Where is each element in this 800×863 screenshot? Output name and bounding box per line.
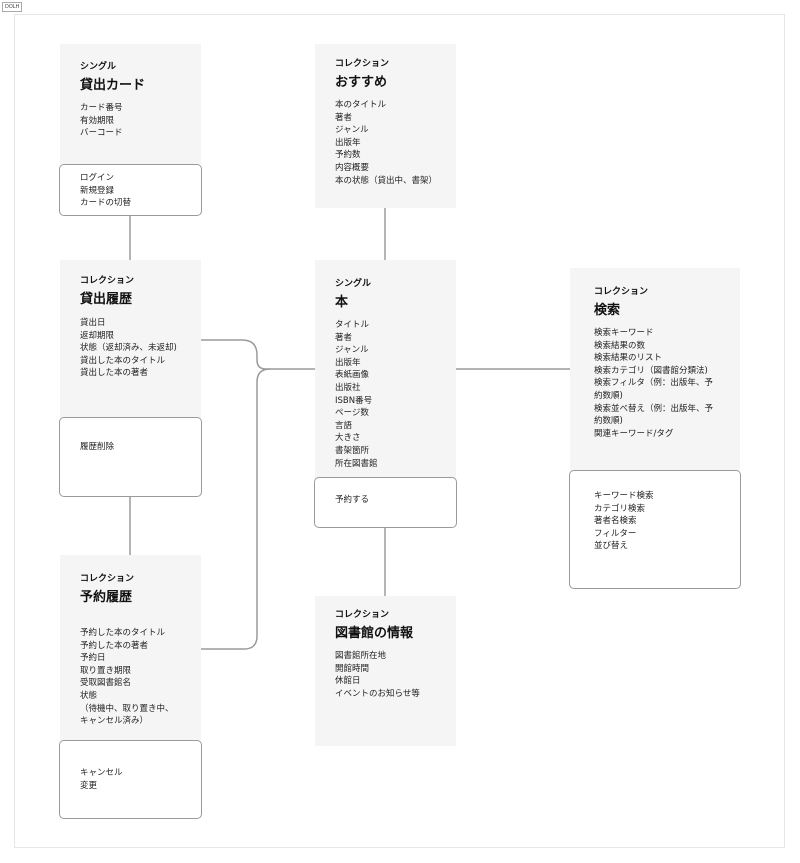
card-kind: シングル xyxy=(80,62,117,72)
card-library-info[interactable]: コレクション 図書館の情報 図書館所在地 開館時間 休館日 イベントのお知らせ等 xyxy=(315,596,456,746)
field-item: 状態（返却済み、未返却) xyxy=(80,343,177,354)
card-fields: 図書館所在地 開館時間 休館日 イベントのお知らせ等 xyxy=(335,650,420,700)
field-item: ジャンル xyxy=(335,125,369,136)
field-item: 書架箇所 xyxy=(335,445,370,456)
field-item: 所在図書館 xyxy=(335,458,378,469)
field-item: （待機中、取り置き中、 xyxy=(80,703,174,714)
card-kind: コレクション xyxy=(80,276,135,286)
field-item: 出版年 xyxy=(335,357,361,368)
action-category-search[interactable]: カテゴリ検索 xyxy=(594,503,646,514)
field-item: カード番号 xyxy=(80,103,123,113)
card-recommend[interactable]: コレクション おすすめ 本のタイトル 著者 ジャンル 出版年 予約数 内容概要 … xyxy=(315,44,456,208)
card-title: 本 xyxy=(335,295,349,310)
corner-tag: DOLH xyxy=(2,2,23,12)
card-title: 貸出履歴 xyxy=(80,292,133,307)
card-kind: シングル xyxy=(335,279,372,289)
action-register[interactable]: 新規登録 xyxy=(80,185,115,196)
actions-search: キーワード検索 カテゴリ検索 著者名検索 フィルター 並び替え xyxy=(569,470,741,589)
card-title: 検索 xyxy=(594,303,621,318)
field-item: 図書館所在地 xyxy=(335,651,387,661)
canvas-frame xyxy=(14,14,785,848)
card-fields: タイトル 著者 ジャンル 出版年 表紙画像 出版社 ISBN番号 ページ数 言語… xyxy=(335,319,378,470)
actions-book: 予約する xyxy=(314,477,457,528)
card-search[interactable]: コレクション 検索 検索キーワード 検索結果の数 検索結果のリスト 検索カテゴリ… xyxy=(570,268,740,471)
action-delete-history[interactable]: 履歴削除 xyxy=(80,442,115,452)
field-item: 出版年 xyxy=(335,137,361,148)
card-fields: 貸出日 返却期限 状態（返却済み、未返却) 貸出した本のタイトル 貸出した本の著… xyxy=(80,317,177,380)
field-item: 内容概要 xyxy=(335,162,370,173)
action-cancel[interactable]: キャンセル xyxy=(80,768,123,778)
card-lending-card[interactable]: シングル 貸出カード カード番号 有効期限 バーコード xyxy=(60,44,201,164)
card-lending-history[interactable]: コレクション 貸出履歴 貸出日 返却期限 状態（返却済み、未返却) 貸出した本の… xyxy=(60,260,201,418)
action-sort[interactable]: 並び替え xyxy=(594,541,629,552)
field-item: イベントのお知らせ等 xyxy=(335,688,420,699)
field-item: 表紙画像 xyxy=(335,370,370,381)
card-kind: コレクション xyxy=(80,574,135,584)
field-item: 検索結果のリスト xyxy=(594,353,663,364)
field-item: 本の状態（貸出中、書架） xyxy=(335,175,438,186)
card-title: おすすめ xyxy=(335,75,388,90)
field-item: 言語 xyxy=(335,420,353,431)
action-keyword-search[interactable]: キーワード検索 xyxy=(594,491,654,501)
field-item: バーコード xyxy=(80,128,123,139)
field-item: 出版社 xyxy=(335,382,361,393)
card-kind: コレクション xyxy=(335,59,390,69)
card-fields: 検索キーワード 検索結果の数 検索結果のリスト 検索カテゴリ（図書館分類法) 検… xyxy=(594,327,713,440)
field-item: 返却期限 xyxy=(80,330,115,341)
actions-reservation-history: キャンセル 変更 xyxy=(59,740,202,819)
field-item: 大きさ xyxy=(335,433,361,444)
actions-lending-card: ログイン 新規登録 カードの切替 xyxy=(59,164,202,216)
field-item: 貸出した本のタイトル xyxy=(80,355,166,366)
field-item: 検索キーワード xyxy=(594,328,654,338)
field-item: 予約した本のタイトル xyxy=(80,628,166,638)
field-item: タイトル xyxy=(335,320,370,330)
action-login[interactable]: ログイン xyxy=(80,173,115,183)
field-item: 開館時間 xyxy=(335,663,370,674)
card-fields: 予約した本のタイトル 予約した本の著者 予約日 取り置き期限 受取図書館名 状態… xyxy=(80,627,174,728)
field-item: 関連キーワード/タグ xyxy=(594,428,674,439)
field-item: 予約した本の著者 xyxy=(80,640,149,651)
actions-lending-history: 履歴削除 xyxy=(59,417,202,497)
field-item: 検索結果の数 xyxy=(594,340,646,351)
card-book[interactable]: シングル 本 タイトル 著者 ジャンル 出版年 表紙画像 出版社 ISBN番号 … xyxy=(315,260,456,478)
field-item: 約数順) xyxy=(594,390,623,401)
field-item: 貸出日 xyxy=(80,318,106,328)
field-item: ジャンル xyxy=(335,345,369,356)
action-change[interactable]: 変更 xyxy=(80,780,98,791)
link-reservations-book xyxy=(201,368,271,650)
field-item: 検索並べ替え（例：出版年、予 xyxy=(594,403,714,414)
card-title: 予約履歴 xyxy=(80,590,133,605)
field-item: 本のタイトル xyxy=(335,100,387,110)
card-title: 貸出カード xyxy=(80,78,146,93)
card-title: 図書館の情報 xyxy=(335,626,414,641)
field-item: 検索フィルタ（例：出版年、予 xyxy=(594,378,713,389)
field-item: 取り置き期限 xyxy=(80,665,132,676)
action-switch-card[interactable]: カードの切替 xyxy=(80,198,132,209)
field-item: 受取図書館名 xyxy=(80,678,132,689)
field-item: 約数順) xyxy=(594,416,623,427)
field-item: ISBN番号 xyxy=(335,395,373,406)
field-item: キャンセル済み） xyxy=(80,716,149,727)
card-kind: コレクション xyxy=(335,610,390,620)
field-item: 状態 xyxy=(80,690,98,701)
field-item: 有効期限 xyxy=(80,115,115,126)
action-author-search[interactable]: 著者名検索 xyxy=(594,516,637,527)
field-item: ページ数 xyxy=(335,408,369,419)
card-reservation-history[interactable]: コレクション 予約履歴 予約した本のタイトル 予約した本の著者 予約日 取り置き… xyxy=(60,555,201,741)
card-kind: コレクション xyxy=(594,287,649,297)
field-item: 貸出した本の著者 xyxy=(80,368,149,379)
field-item: 著者 xyxy=(335,332,353,343)
link-history-book xyxy=(201,339,315,370)
field-item: 休館日 xyxy=(335,676,361,687)
action-reserve[interactable]: 予約する xyxy=(335,495,370,505)
action-filter[interactable]: フィルター xyxy=(594,528,637,539)
card-fields: 本のタイトル 著者 ジャンル 出版年 予約数 内容概要 本の状態（貸出中、書架） xyxy=(335,99,437,187)
card-fields: カード番号 有効期限 バーコード xyxy=(80,102,123,140)
field-item: 予約日 xyxy=(80,653,106,664)
field-item: 著者 xyxy=(335,112,353,123)
field-item: 検索カテゴリ（図書館分類法) xyxy=(594,365,708,376)
field-item: 予約数 xyxy=(335,150,361,161)
